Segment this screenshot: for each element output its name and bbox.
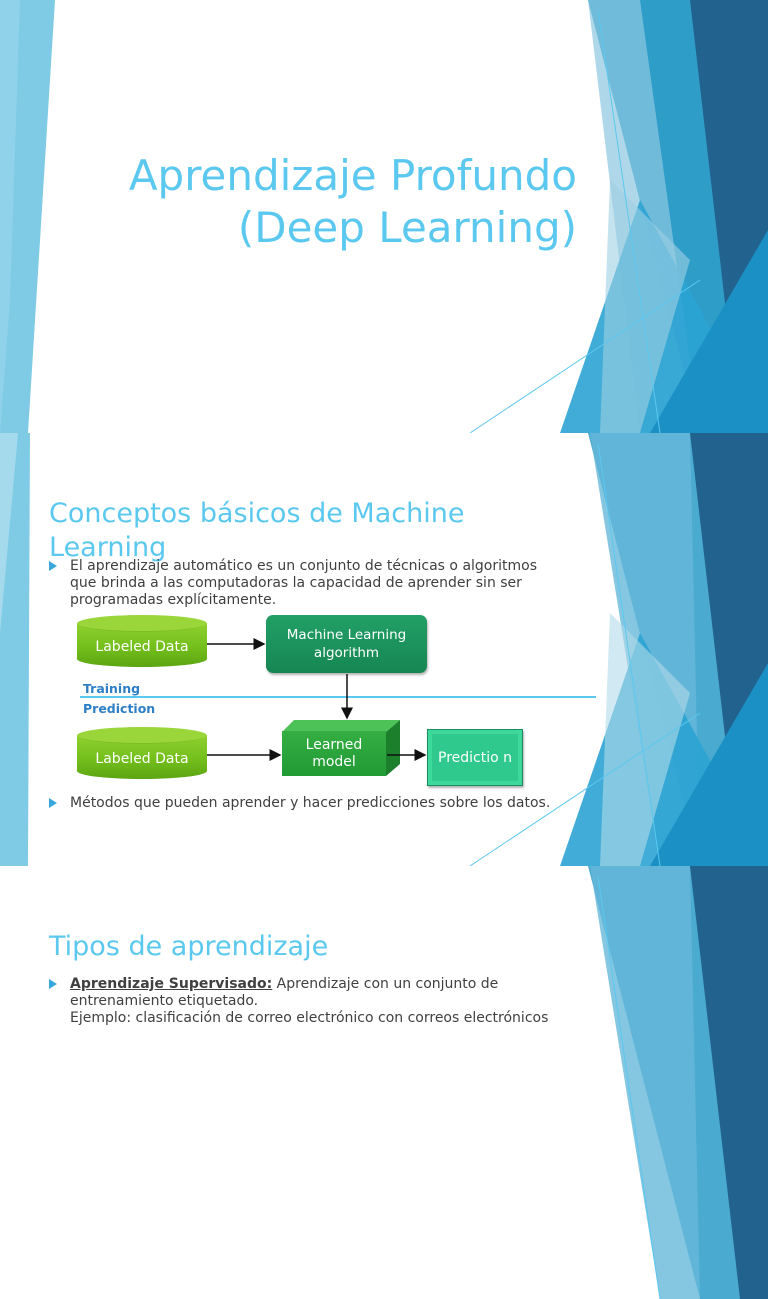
bullet-item: Aprendizaje Supervisado: Aprendizaje con…: [49, 976, 569, 1027]
slide-ml-concepts: Conceptos básicos de Machine Learning El…: [0, 433, 768, 866]
bullet-arrow-icon: [49, 561, 57, 571]
slide-learning-types: Tipos de aprendizaje Aprendizaje Supervi…: [0, 866, 768, 1299]
term-supervised: Aprendizaje Supervisado:: [70, 976, 273, 992]
title-line-1: Aprendizaje Profundo: [128, 151, 577, 200]
bullet-arrow-icon: [49, 798, 57, 808]
title-line-2: (Deep Learning): [237, 203, 577, 252]
slide-heading: Tipos de aprendizaje: [49, 931, 329, 963]
slide-title: Aprendizaje Profundo (Deep Learning): [0, 0, 768, 433]
ml-algorithm-box: Machine Learning algorithm: [266, 615, 427, 673]
bullet-arrow-icon: [49, 979, 57, 989]
labeled-data-cylinder-prediction: Labeled Data: [77, 727, 207, 787]
learned-model-side-face: [386, 720, 400, 776]
decorative-background-shapes: [0, 0, 768, 433]
presentation-title: Aprendizaje Profundo (Deep Learning): [129, 150, 577, 254]
labeled-data-cylinder-training: Labeled Data: [77, 615, 207, 675]
decorative-background-shapes: [0, 433, 768, 866]
learned-model-box: Learned model: [282, 731, 386, 776]
learned-model-top-face: [282, 720, 400, 732]
training-label: Training: [83, 681, 141, 696]
prediction-box: Predictio n: [427, 729, 523, 786]
bullet-item: El aprendizaje automático es un conjunto…: [49, 558, 549, 609]
bullet-item: Métodos que pueden aprender y hacer pred…: [49, 795, 579, 812]
prediction-label: Prediction: [83, 701, 156, 716]
phase-divider: [80, 696, 596, 698]
example-text: Ejemplo: clasificación de correo electró…: [70, 1010, 549, 1026]
slide-heading: Conceptos básicos de Machine Learning: [49, 498, 465, 564]
